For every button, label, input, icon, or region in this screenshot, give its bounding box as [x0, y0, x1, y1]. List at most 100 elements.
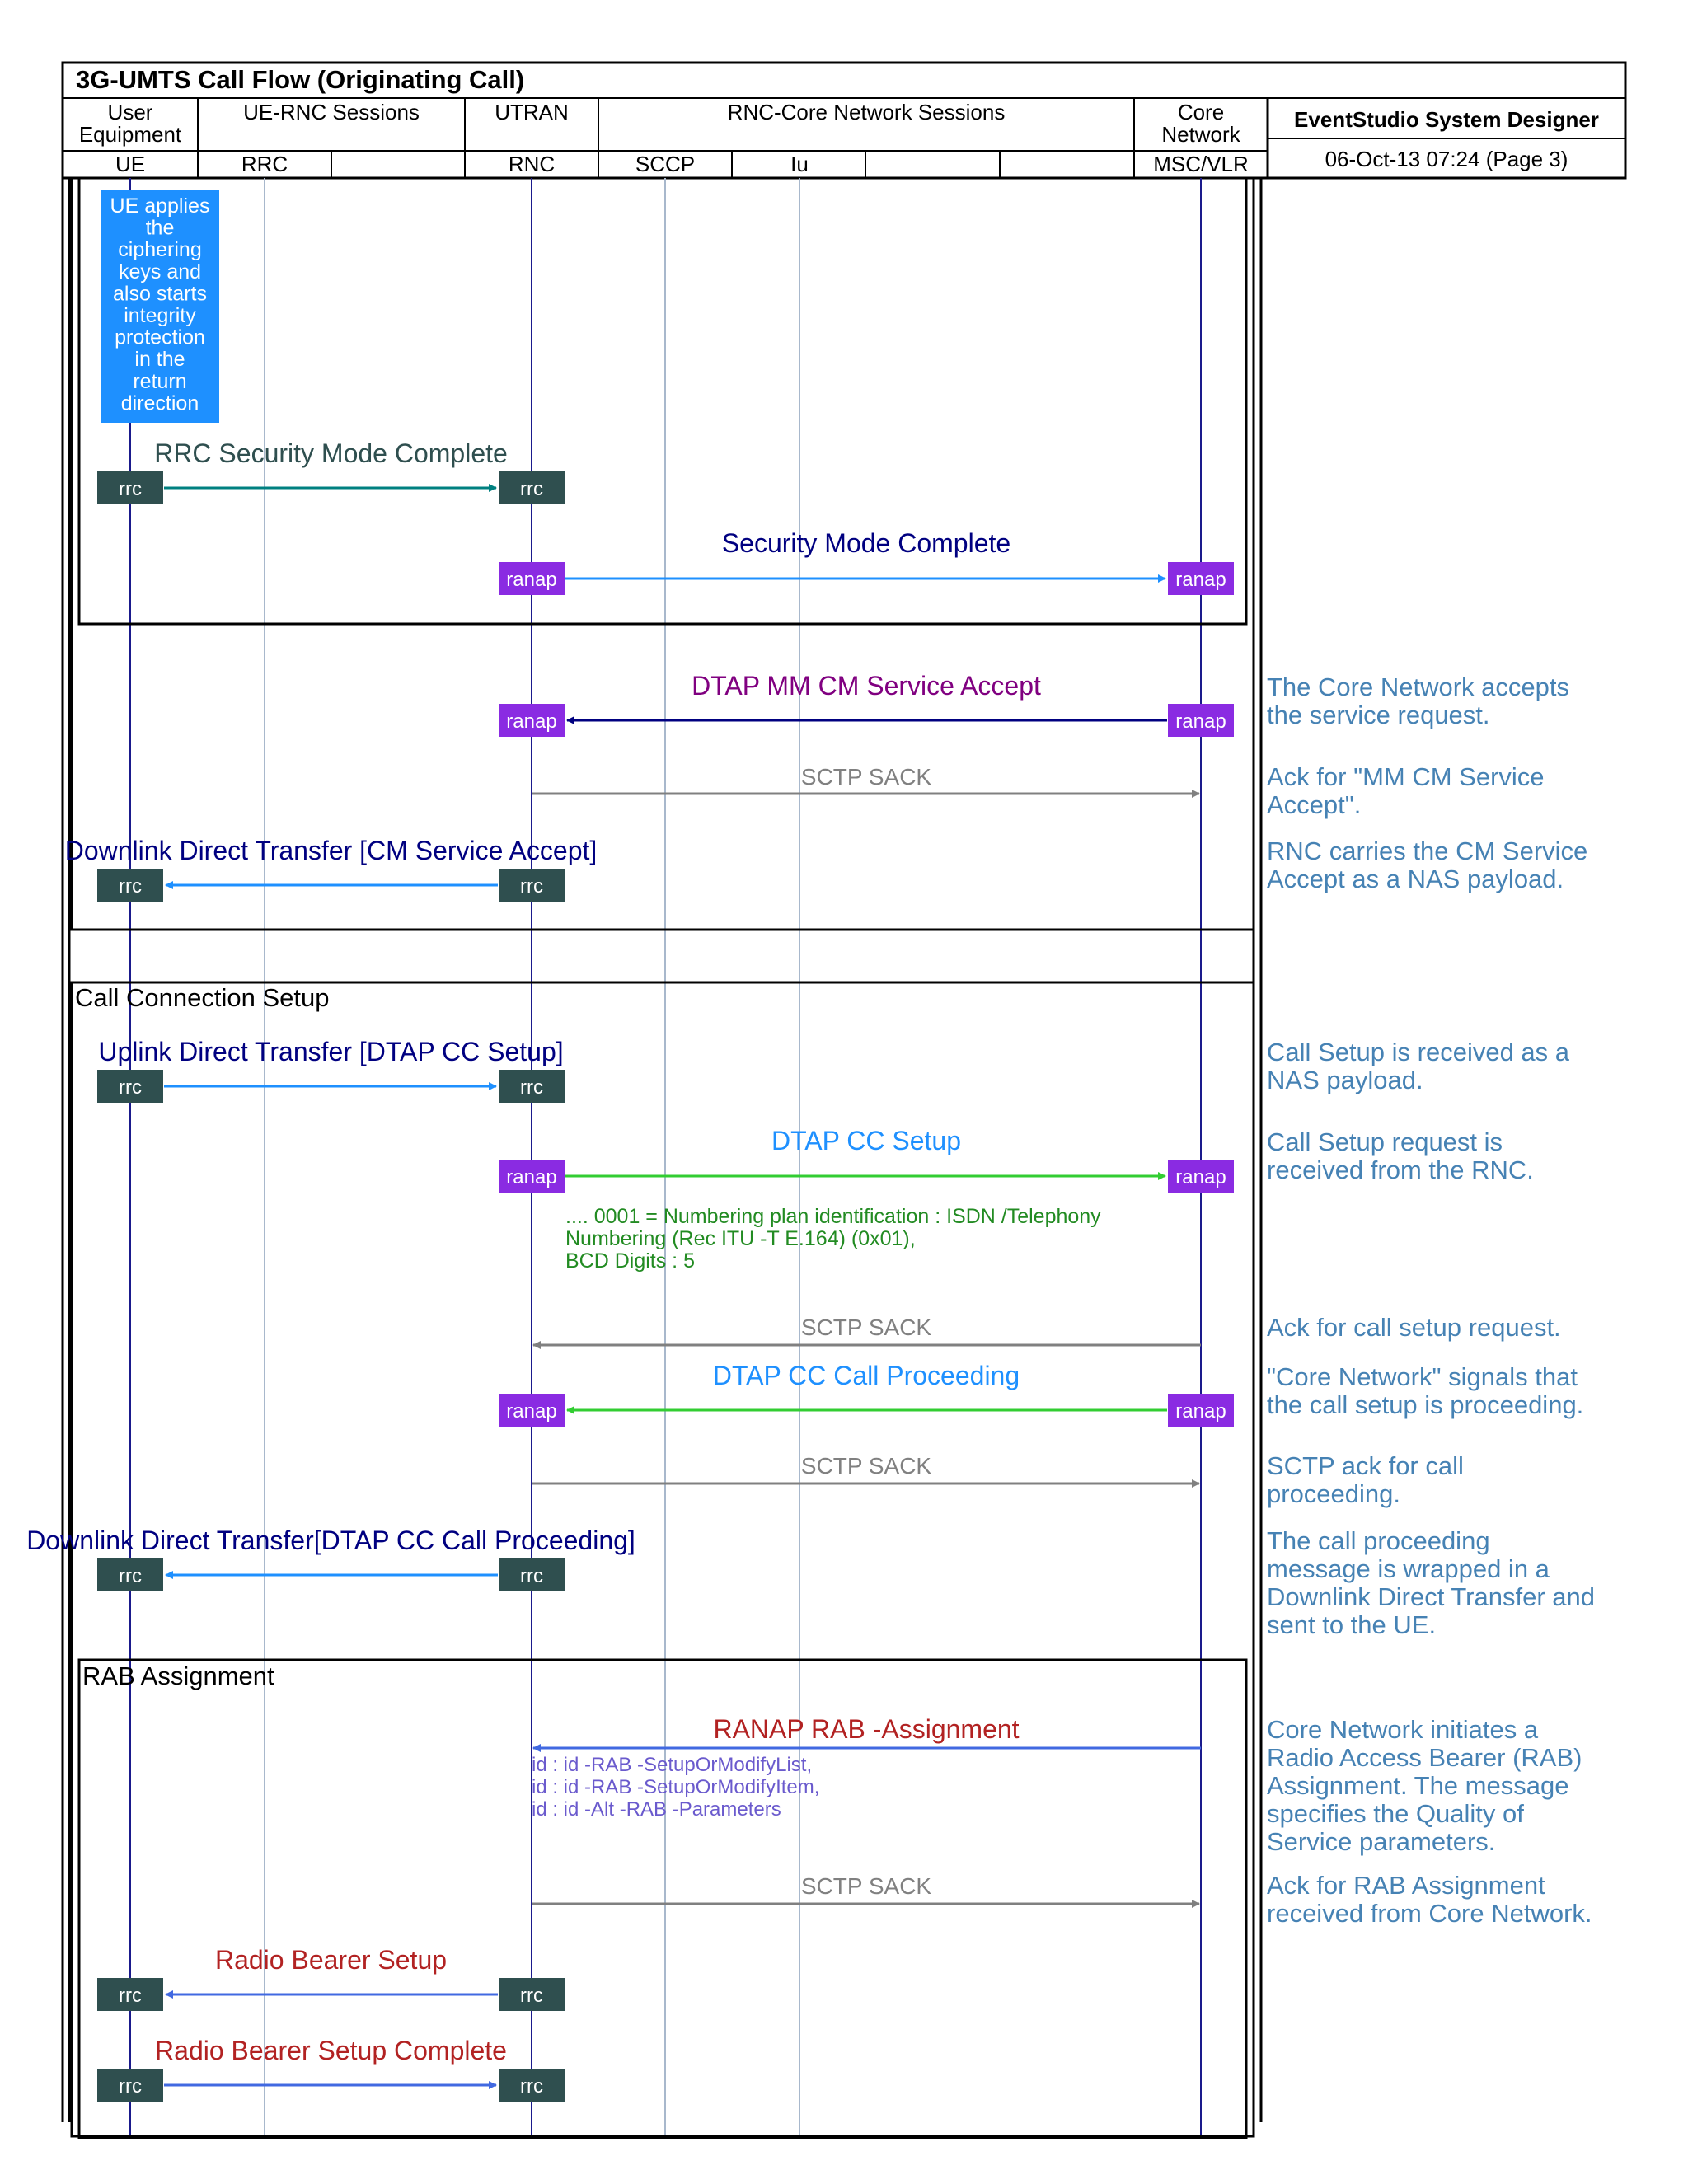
ranap-tag [499, 704, 565, 737]
rrc-tag [97, 2069, 163, 2102]
lifelines [129, 178, 1202, 2139]
message-label: DTAP CC Call Proceeding [713, 1361, 1020, 1390]
rrc-tag-label: rrc [119, 875, 142, 898]
rrc-tag-label: rrc [520, 875, 543, 898]
rrc-tag [97, 1558, 163, 1591]
comment-line: Downlink Direct Transfer and [1267, 1582, 1595, 1611]
rab-param-line: id : id -RAB -SetupOrModifyItem, [532, 1776, 819, 1798]
message-arrows: rrc rrc ranap ranap ranap ranap rrc rrc rrc rrc ra… [97, 471, 1234, 2102]
rab-param-line: id : id -RAB -SetupOrModifyList, [532, 1754, 812, 1776]
action-text-line: return [133, 370, 186, 393]
ranap-tag [1168, 1160, 1234, 1193]
rrc-tag-label: rrc [520, 478, 543, 500]
rab-param-line: id : id -Alt -RAB -Parameters [532, 1798, 781, 1821]
header-group-label: User [108, 100, 153, 124]
header-column-label: SCCP [635, 152, 695, 176]
action-text-line: ciphering [118, 238, 201, 261]
header-column-label: RRC [241, 152, 288, 176]
message-label: Downlink Direct Transfer[DTAP CC Call Pr… [26, 1526, 635, 1555]
action-text-line: keys and [119, 260, 201, 284]
ranap-tag-label: ranap [1175, 710, 1226, 733]
comment-line: NAS payload. [1267, 1066, 1423, 1094]
comment-line: received from the RNC. [1267, 1155, 1534, 1184]
comment-line: The Core Network accepts [1267, 673, 1569, 701]
ranap-tag [1168, 704, 1234, 737]
comment-line: message is wrapped in a [1267, 1554, 1550, 1583]
comment-line: Core Network initiates a [1267, 1715, 1539, 1744]
rrc-tag-label: rrc [520, 1076, 543, 1099]
rrc-tag-label: rrc [520, 1565, 543, 1587]
header-column-label: RNC [509, 152, 555, 176]
ranap-tag [499, 1394, 565, 1427]
rrc-tag [499, 869, 565, 902]
message-label: SCTP SACK [801, 1873, 932, 1899]
comment-line: Ack for RAB Assignment [1267, 1871, 1545, 1900]
comment-line: The call proceeding [1267, 1526, 1490, 1555]
ranap-tag-label: ranap [1175, 1400, 1226, 1422]
rrc-tag-label: rrc [119, 2075, 142, 2097]
rrc-tag-label: rrc [119, 478, 142, 500]
comment-line: RNC carries the CM Service [1267, 837, 1587, 865]
rrc-tag-label: rrc [119, 1985, 142, 2007]
message-label: DTAP CC Setup [771, 1126, 961, 1155]
rrc-tag-label: rrc [119, 1076, 142, 1099]
header-group-label: Equipment [79, 122, 182, 147]
message-label: Radio Bearer Setup Complete [155, 2036, 507, 2065]
action-text-line: integrity [124, 304, 196, 327]
rrc-tag [499, 1558, 565, 1591]
rrc-tag [499, 471, 565, 504]
inner-box-closing [77, 178, 1248, 626]
group-boxes [70, 178, 1255, 2139]
header-column-label: Iu [790, 152, 809, 176]
message-label: Security Mode Complete [722, 528, 1010, 558]
rab-box [77, 1658, 1248, 2139]
diagram-title: 3G-UMTS Call Flow (Originating Call) [76, 65, 524, 94]
header-group-label: UE-RNC Sessions [243, 100, 420, 124]
rrc-tag [97, 1070, 163, 1103]
comment-line: Ack for call setup request. [1267, 1313, 1561, 1342]
action-text-line: also starts [113, 282, 207, 305]
header-table [61, 61, 1627, 180]
ranap-tag-label: ranap [506, 1166, 556, 1188]
comment-line: SCTP ack for call [1267, 1451, 1464, 1480]
header-column-label: MSC/VLR [1153, 152, 1249, 176]
ranap-tag-label: ranap [506, 569, 556, 591]
comment-line: Ack for "MM CM Service [1267, 762, 1545, 791]
rrc-tag [97, 1978, 163, 2011]
action-text-line: the [146, 217, 175, 240]
message-label: Radio Bearer Setup [215, 1945, 447, 1975]
ranap-tag [499, 1160, 565, 1193]
message-label: SCTP SACK [801, 1315, 932, 1340]
rrc-tag [97, 869, 163, 902]
comment-line: "Core Network" signals that [1267, 1362, 1578, 1391]
action-text-line: UE applies [110, 194, 210, 218]
rrc-tag [499, 2069, 565, 2102]
action-text-line: protection [115, 326, 205, 349]
rrc-tag-label: rrc [520, 2075, 543, 2097]
rrc-tag-label: rrc [520, 1985, 543, 2007]
frame-lines [61, 178, 1263, 2122]
message-label: DTAP MM CM Service Accept [692, 671, 1041, 701]
message-label: Uplink Direct Transfer [DTAP CC Setup] [98, 1037, 563, 1066]
outer-box-closing [70, 178, 1254, 931]
header-group-label: Network [1161, 122, 1240, 147]
header-group-label: Core [1178, 100, 1224, 124]
tool-name: EventStudio System Designer [1294, 107, 1599, 132]
comment-line: Call Setup request is [1267, 1127, 1503, 1156]
ranap-tag-label: ranap [1175, 1166, 1226, 1188]
message-label: SCTP SACK [801, 764, 932, 790]
comment-line: received from Core Network. [1267, 1899, 1592, 1928]
ranap-tag-label: ranap [506, 710, 556, 733]
header-group-label: UTRAN [495, 100, 569, 124]
comment-line: Service parameters. [1267, 1827, 1495, 1856]
ranap-tag [1168, 1394, 1234, 1427]
message-label: SCTP SACK [801, 1453, 932, 1479]
action-box [101, 190, 219, 423]
section-label-call-setup: Call Connection Setup [75, 983, 329, 1012]
